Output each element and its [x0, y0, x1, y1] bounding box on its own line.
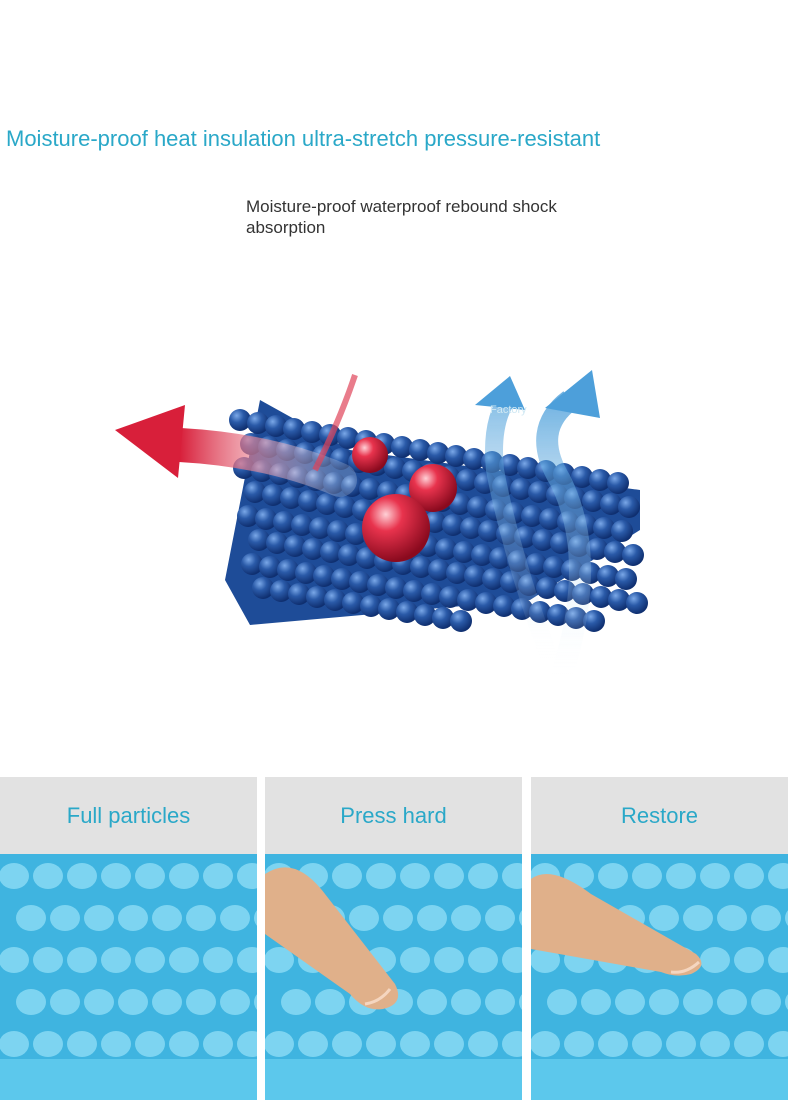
panel-label: Restore	[620, 802, 699, 828]
subheading: Moisture-proof waterproof rebound shock …	[246, 197, 557, 237]
droplet-small-icon	[352, 437, 388, 473]
panel-header: Press hard	[265, 777, 522, 854]
droplet-large-icon	[362, 494, 430, 562]
headline: Moisture-proof heat insulation ultra-str…	[6, 126, 601, 151]
airflow-arrow-icon	[475, 370, 600, 684]
foam-structure-illustration	[115, 370, 648, 684]
panel-header: Restore	[531, 777, 788, 854]
panel-full-particles: Full particles	[0, 777, 257, 1100]
foam-mat-photo	[0, 854, 257, 1100]
foam-mat-photo	[265, 854, 522, 1100]
finger-icon	[265, 867, 399, 1010]
finger-icon	[531, 874, 702, 976]
panel-label: Press hard	[340, 802, 447, 828]
panel-restore: Restore	[531, 777, 788, 1100]
panel-header: Full particles	[0, 777, 257, 854]
panel-press-hard: Press hard	[265, 777, 522, 1100]
heat-arrow-icon	[115, 374, 358, 497]
watermark: Factory	[490, 404, 527, 416]
panel-label: Full particles	[66, 802, 191, 828]
foam-mat-photo	[531, 854, 788, 1100]
droplet-medium-icon	[409, 464, 457, 512]
